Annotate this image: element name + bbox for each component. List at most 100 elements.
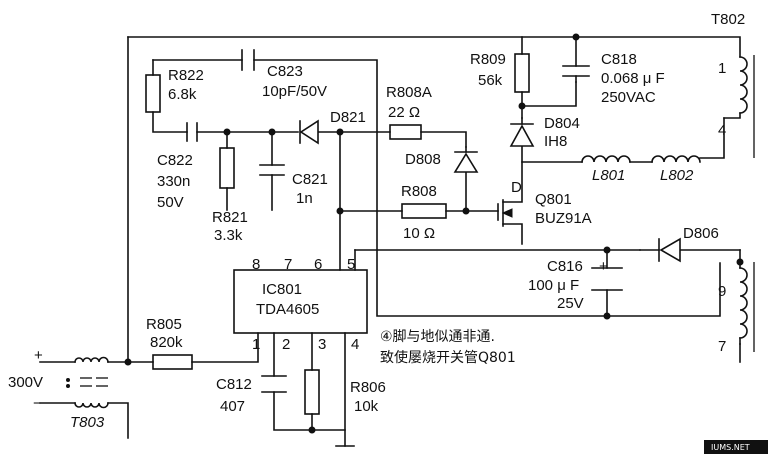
junction	[603, 312, 611, 320]
d806-diode	[639, 237, 681, 263]
r822-ref: R822	[168, 67, 204, 84]
r808-ref: R808	[401, 183, 437, 200]
d808-ref: D808	[405, 151, 441, 168]
input-plus: +	[34, 347, 43, 364]
ic801-value: TDA4605	[256, 301, 319, 318]
q801-value: BUZ91A	[535, 210, 592, 227]
c822-capacitor	[186, 122, 198, 142]
input-minus: −	[33, 395, 42, 412]
ic801-pin1: 1	[252, 336, 260, 353]
r821-ref: R821	[212, 209, 248, 226]
r806-ref: R806	[350, 379, 386, 396]
ic801-pin3: 3	[318, 336, 326, 353]
t802-pin4: 4	[718, 122, 726, 139]
r805-ref: R805	[146, 316, 182, 333]
junction	[462, 207, 470, 215]
q801-drain-wire	[502, 161, 523, 203]
wire-r805-pin1	[191, 332, 259, 363]
c816-plus: +	[599, 258, 608, 275]
l801-inductor	[581, 155, 631, 163]
c816-capacitor	[591, 267, 623, 291]
r808a-resistor	[389, 124, 422, 140]
wire-l802-t802	[699, 117, 725, 159]
r806-resistor	[304, 369, 320, 415]
c822-ref: C822	[157, 152, 193, 169]
wire-c823-right	[253, 59, 721, 317]
wire-c812-ground	[273, 391, 346, 431]
wire-r808a-d808	[420, 131, 467, 148]
junctions	[124, 33, 744, 434]
r821-resistor	[219, 147, 235, 189]
c818-value1: 0.068 μ F	[601, 70, 665, 87]
junction	[572, 33, 580, 41]
r808-value: 10 Ω	[403, 225, 435, 242]
c821-capacitor	[259, 164, 285, 176]
d808-diode	[453, 146, 479, 173]
c821-ref: C821	[292, 171, 328, 188]
ic801-pin8: 8	[252, 256, 260, 273]
junction	[223, 128, 231, 136]
d804-value: IH8	[544, 133, 567, 150]
ic801-ref: IC801	[262, 281, 302, 298]
r822-value: 6.8k	[168, 86, 197, 103]
wire-d804-bottom	[521, 145, 583, 163]
c818-value2: 250VAC	[601, 89, 656, 106]
r809-ref: R809	[470, 51, 506, 68]
r809-resistor	[514, 53, 530, 93]
r806-value: 10k	[354, 398, 379, 415]
c812-value: 407	[220, 398, 245, 415]
wire-t803-minus-out	[107, 402, 129, 439]
input-voltage: 300V	[8, 374, 43, 391]
l802-ref: L802	[660, 167, 694, 184]
junction	[603, 246, 611, 254]
c818-ref: C818	[601, 51, 637, 68]
r805-value: 820k	[150, 334, 183, 351]
junction	[308, 426, 316, 434]
ic801-pin6: 6	[314, 256, 322, 273]
l801-ref: L801	[592, 167, 625, 184]
junction	[124, 358, 132, 366]
c823-value: 10pF/50V	[262, 83, 327, 100]
watermark-badge	[704, 440, 768, 454]
annotation-line2: 致使屡烧开关管Q801	[380, 349, 516, 366]
q801-source-wire	[502, 223, 523, 245]
t802-aux-winding	[739, 267, 748, 339]
c812-capacitor	[261, 375, 287, 393]
wires	[39, 36, 741, 447]
c816-value1: 100 μ F	[528, 277, 579, 294]
t803-core	[66, 377, 108, 388]
q801-arrow	[501, 208, 513, 218]
t803-top-winding	[74, 356, 109, 363]
d806-ref: D806	[683, 225, 719, 242]
l802-inductor	[651, 155, 701, 163]
c821-value: 1n	[296, 190, 313, 207]
q801-drain-label: D	[511, 179, 522, 196]
t802-label: T802	[711, 11, 745, 28]
c816-value2: 25V	[557, 295, 584, 312]
watermark-text: IUMS.NET	[711, 443, 750, 452]
junction	[736, 258, 744, 266]
t802-pin4-lead	[723, 112, 741, 119]
t802-pin7: 7	[718, 338, 726, 355]
r809-value: 56k	[478, 72, 503, 89]
t803-ref: T803	[70, 414, 105, 431]
t803-bottom-winding	[74, 402, 109, 409]
ic801-pin2: 2	[282, 336, 290, 353]
junction	[336, 207, 344, 215]
r805-resistor	[152, 354, 193, 370]
c822-value2: 50V	[157, 194, 184, 211]
d804-diode	[509, 117, 535, 147]
junction	[518, 102, 526, 110]
c822-value1: 330n	[157, 173, 190, 190]
ic801-pin7: 7	[284, 256, 292, 273]
r821-value: 3.3k	[214, 227, 243, 244]
r808a-value: 22 Ω	[388, 104, 420, 121]
ic801-pin4: 4	[351, 336, 359, 353]
r822-resistor	[145, 74, 161, 113]
ic801-pin5: 5	[347, 256, 355, 273]
t802-pin1: 1	[718, 60, 726, 77]
ic801-chip	[233, 269, 368, 334]
c812-ref: C812	[216, 376, 252, 393]
